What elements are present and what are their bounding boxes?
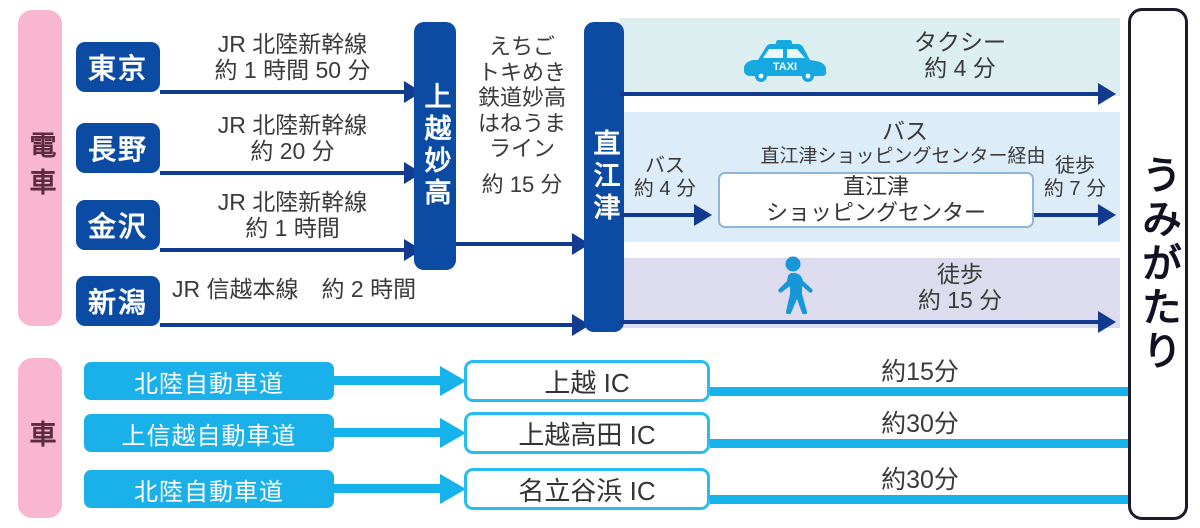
label-walk: 徒歩 約 15 分 [850, 261, 1070, 314]
highway-arrow-line-3 [334, 484, 446, 493]
walk-name: 徒歩 [937, 261, 983, 287]
category-bar-train: 電車 [18, 10, 62, 326]
car-line-2 [710, 439, 1130, 448]
bus-leg2-label: 徒歩 約 7 分 [1038, 155, 1112, 201]
arrow-line-taxi [620, 92, 1102, 96]
car-time-1: 約15分 [881, 358, 959, 386]
arrow-line-kanazawa [160, 248, 412, 252]
echigo-time: 約 15 分 [481, 171, 563, 197]
echigo-line-1: えちご [488, 34, 555, 59]
bus-name: バス [882, 118, 928, 144]
arrow-line-bus-leg1 [620, 213, 698, 217]
origin-chip-niigata: 新潟 [76, 276, 160, 326]
band-walk [620, 258, 1120, 328]
origin-name-tokyo: 東京 [87, 53, 148, 84]
ic-box-2: 上越高田 IC [464, 412, 710, 454]
destination-box: うみがたり [1128, 8, 1188, 520]
ic-box-3: 名立谷浜 IC [464, 468, 710, 510]
arrow-line-niigata [160, 323, 580, 327]
bus-via: 直江津ショッピングセンター経由 [760, 146, 1046, 167]
route-time-kanazawa: 約 1 時間 [245, 214, 340, 241]
car-line-3 [710, 495, 1130, 504]
route-time-tokyo: 約 1 時間 50 分 [214, 56, 371, 83]
destination-label: うみがたり [1136, 154, 1180, 374]
svg-text:TAXI: TAXI [773, 61, 797, 73]
bus-leg1-label: バス 約 4 分 [628, 155, 702, 201]
taxi-name: タクシー [914, 29, 1006, 55]
bus-leg2-name: 徒歩 [1055, 155, 1095, 177]
origin-name-nagano: 長野 [87, 134, 148, 165]
taxi-icon: TAXI [744, 40, 826, 82]
echigo-line-2: トキめき [477, 59, 566, 85]
route-label-niigata: JR 信越本線 約 2 時間 [172, 276, 532, 303]
pedestrian-icon [778, 256, 813, 314]
car-time-3: 約30分 [881, 466, 959, 494]
shopping-center-line2: ショッピングセンター [765, 200, 986, 225]
highway-chip-2: 上信越自動車道 [84, 414, 334, 452]
echigo-line-3: 鉄道妙高 [477, 85, 566, 111]
arrow-line-echigo [456, 242, 582, 246]
highway-arrow-line-2 [334, 428, 446, 437]
label-taxi: タクシー 約 4 分 [840, 29, 1080, 82]
walk-time: 約 15 分 [917, 286, 1003, 313]
highway-chip-3: 北陸自動車道 [84, 470, 334, 508]
arrow-head-bus-leg2 [1098, 204, 1116, 226]
bus-leg1-name: バス [645, 155, 685, 177]
station-label-joetsu-myoko: 上越妙高 [420, 82, 451, 210]
highway-chip-1: 北陸自動車道 [84, 362, 334, 400]
route-label-kanazawa: JR 北陸新幹線 約 1 時間 [170, 189, 415, 242]
arrow-line-bus-leg2 [1034, 213, 1102, 217]
route-time-nagano: 約 20 分 [250, 137, 335, 164]
arrow-line-walk [620, 320, 1102, 324]
origin-chip-kanazawa: 金沢 [76, 200, 160, 250]
category-label-train: 電車 [25, 131, 56, 205]
origin-name-kanazawa: 金沢 [87, 211, 148, 242]
origin-name-niigata: 新潟 [87, 287, 148, 318]
echigo-line-4: はねうま [477, 110, 566, 136]
taxi-time: 約 4 分 [924, 54, 996, 81]
highway-arrow-head-2 [440, 418, 466, 448]
station-label-naoetsu: 直江津 [589, 129, 620, 225]
arrow-head-bus-leg1 [694, 204, 712, 226]
origin-chip-nagano: 長野 [76, 123, 160, 173]
route-label-nagano: JR 北陸新幹線 約 20 分 [170, 112, 415, 165]
route-line-nagano: JR 北陸新幹線 [217, 112, 368, 138]
highway-arrow-head-1 [440, 366, 466, 396]
category-bar-car: 車 [18, 358, 62, 518]
arrow-head-taxi [1098, 83, 1116, 105]
bus-stop-shopping-center: 直江津 ショッピングセンター [718, 172, 1034, 228]
shopping-center-line1: 直江津 [842, 173, 909, 199]
echigo-line-5: ライン [488, 136, 555, 162]
car-time-2: 約30分 [881, 410, 959, 438]
arrow-line-nagano [160, 171, 412, 175]
car-line-1 [710, 387, 1130, 396]
route-label-echigo-tokimeki: えちご トキめき 鉄道妙高 はねうま ライン 約 15 分 [462, 34, 582, 197]
route-line-niigata: JR 信越本線 約 2 時間 [172, 276, 417, 302]
highway-arrow-line-1 [334, 376, 446, 385]
origin-chip-tokyo: 東京 [76, 42, 160, 92]
bus-leg2-time: 約 7 分 [1043, 178, 1107, 200]
route-line-kanazawa: JR 北陸新幹線 [217, 189, 368, 215]
band-taxi [620, 18, 1120, 96]
route-label-tokyo: JR 北陸新幹線 約 1 時間 50 分 [170, 31, 415, 84]
category-label-car: 車 [25, 419, 56, 457]
arrow-head-walk [1098, 311, 1116, 333]
arrow-line-tokyo [160, 90, 412, 94]
station-joetsu-myoko: 上越妙高 [414, 22, 456, 270]
ic-box-1: 上越 IC [464, 360, 710, 402]
highway-arrow-head-3 [440, 474, 466, 504]
station-naoetsu: 直江津 [584, 22, 624, 332]
route-line-tokyo: JR 北陸新幹線 [217, 31, 368, 57]
bus-leg1-time: 約 4 分 [633, 178, 697, 200]
